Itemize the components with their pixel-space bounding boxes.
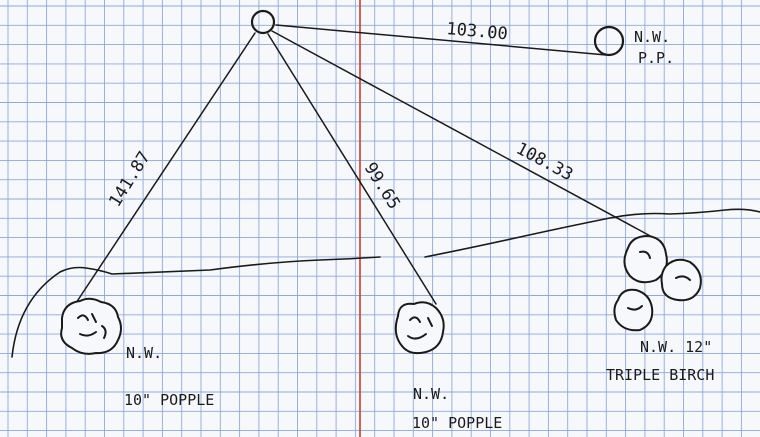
right-tree-label-line1: N.W. 12" — [640, 338, 712, 356]
right-tree-label-line2: TRIPLE BIRCH — [606, 366, 714, 384]
left-tree-label-line1: N.W. — [126, 344, 162, 362]
np-label-line1: N.W. — [634, 28, 670, 46]
middle-tree-symbol — [396, 302, 444, 353]
left-tree-label-line2: 10" POPPLE — [124, 391, 214, 409]
middle-tree-label-line1: N.W. — [413, 385, 449, 403]
left-tree-symbol — [61, 299, 121, 354]
np-label-line2: P.P. — [638, 49, 674, 67]
middle-tree-label-line2: 10" POPPLE — [412, 414, 502, 432]
